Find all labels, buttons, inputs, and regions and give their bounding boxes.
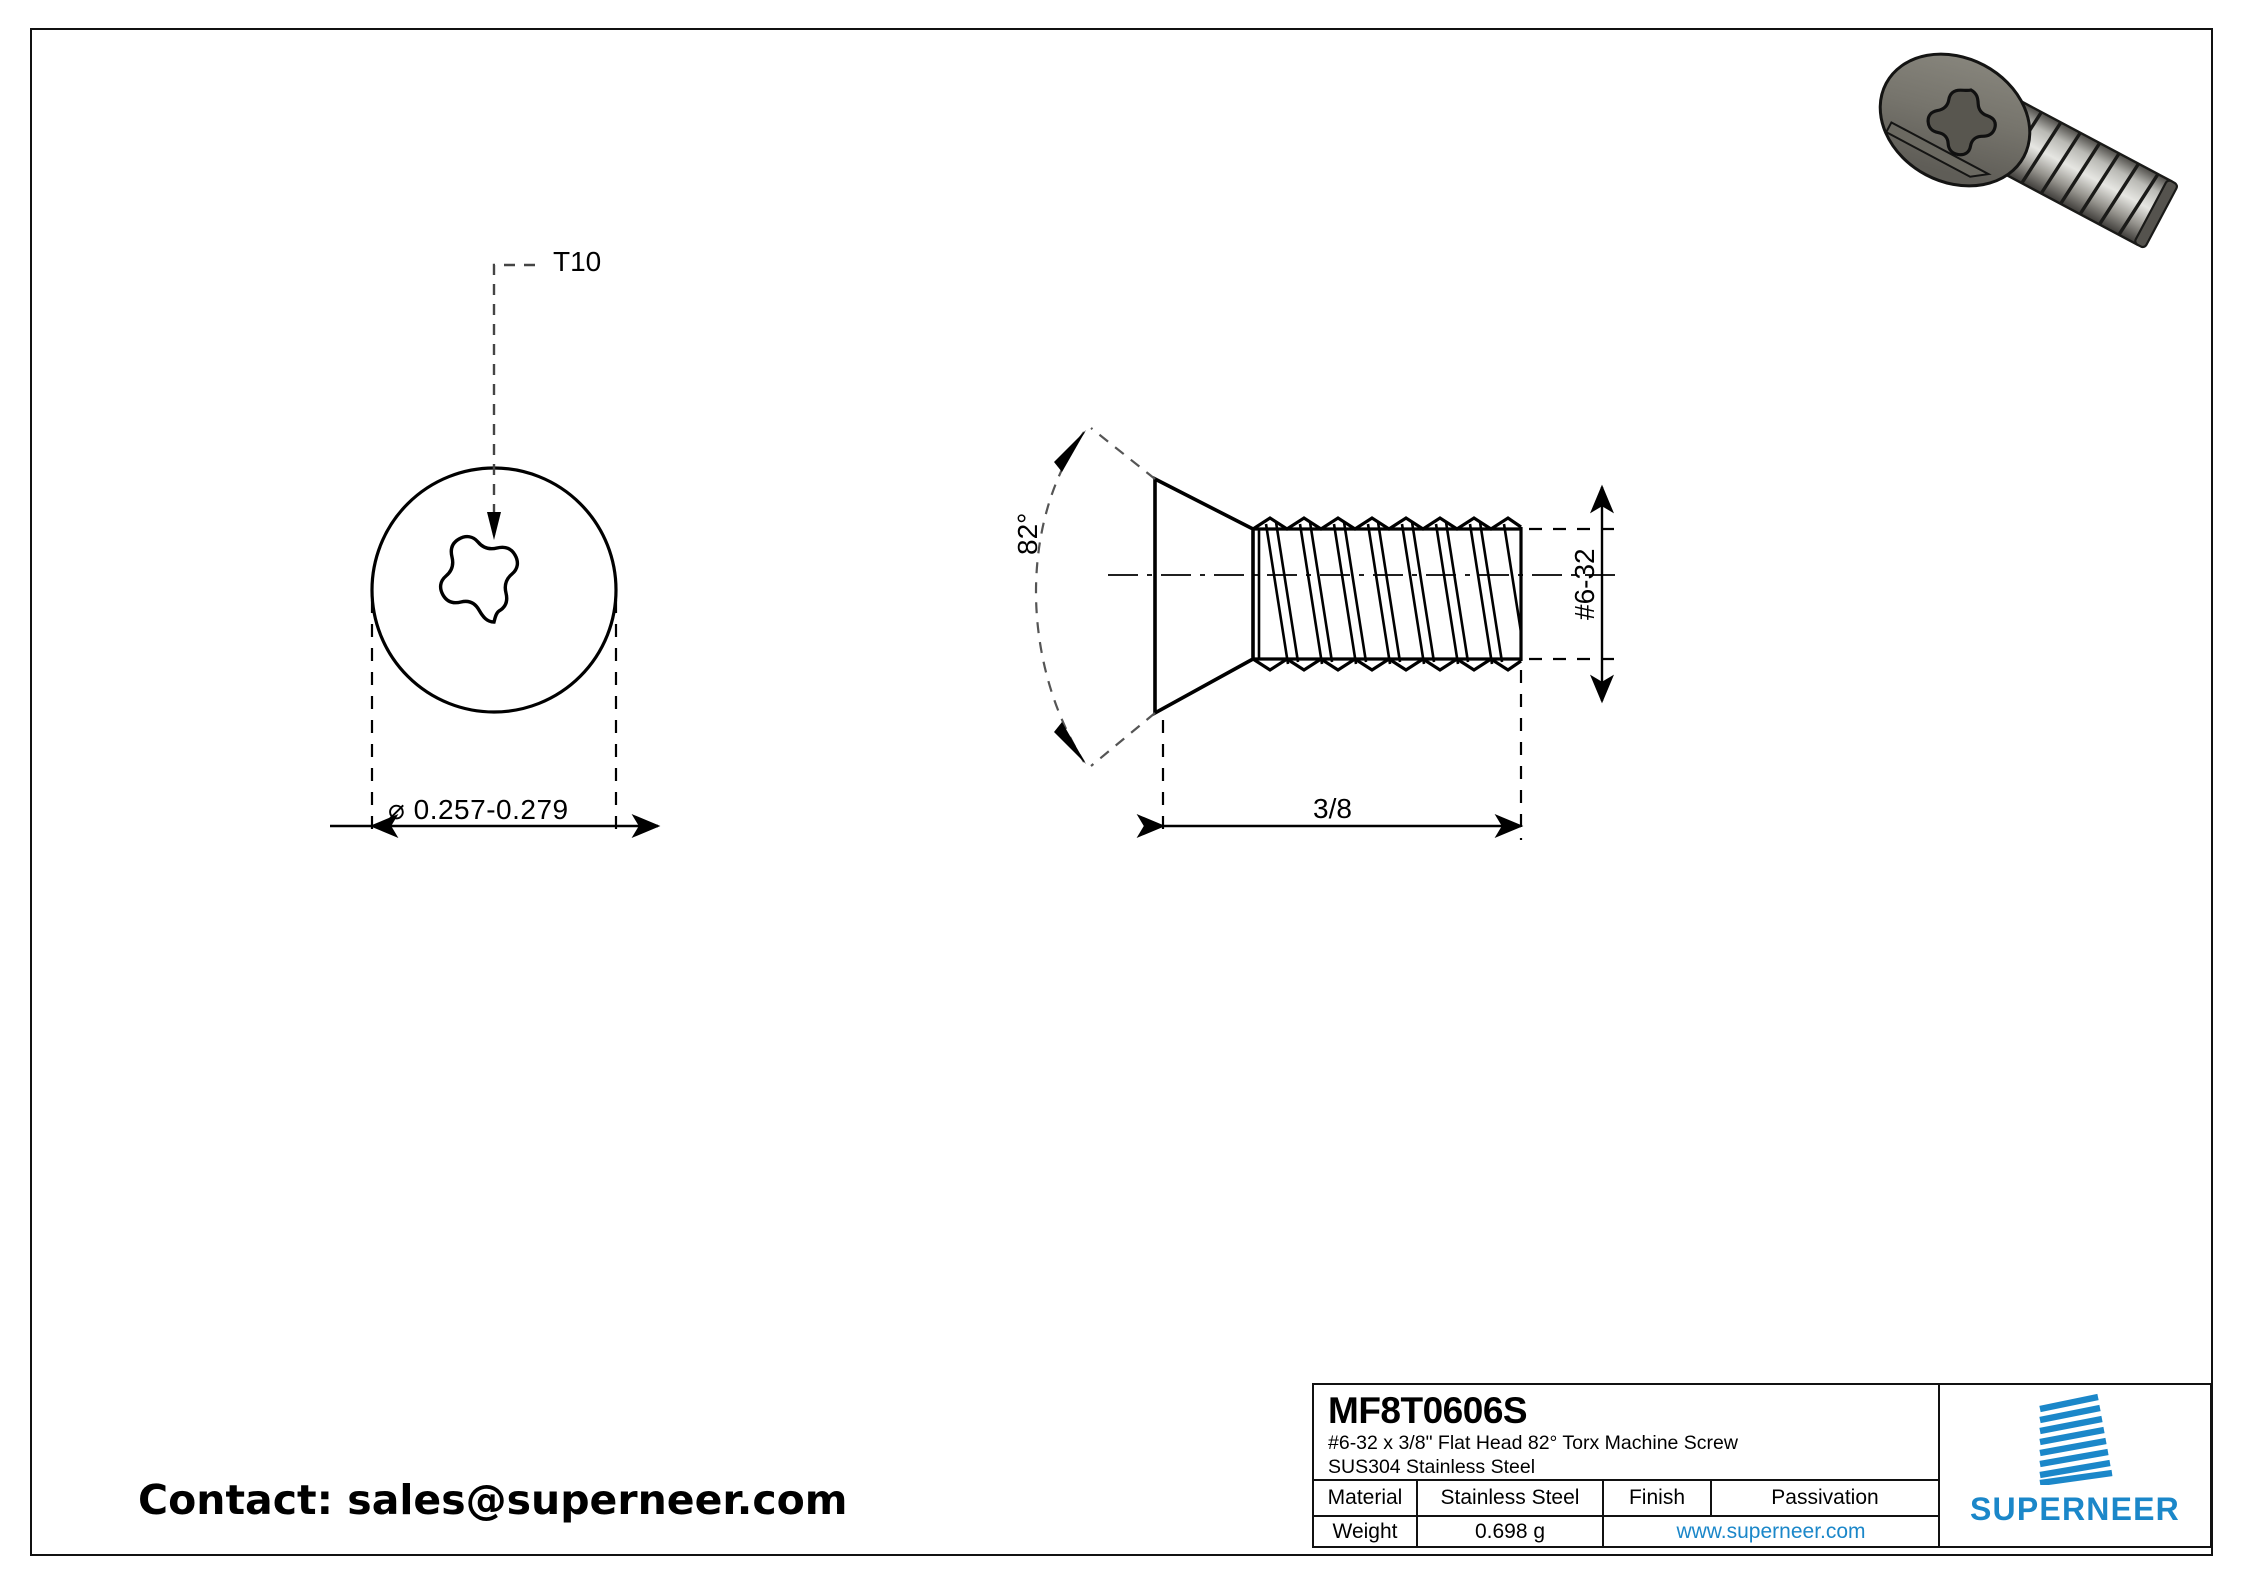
title-block-header: MF8T0606S #6-32 x 3/8" Flat Head 82° Tor… [1314,1385,1938,1481]
brand-block: SUPERNEER [1940,1385,2210,1546]
part-number: MF8T0606S [1328,1390,1528,1431]
head-diameter-label: ⌀ 0.257-0.279 [388,794,569,825]
head-angle-label: 82° [1012,512,1043,555]
weight-label: Weight [1314,1517,1418,1546]
title-block: MF8T0606S #6-32 x 3/8" Flat Head 82° Tor… [1312,1383,2212,1548]
weight-row: Weight 0.698 g www.superneer.com [1314,1517,1938,1546]
drawing-frame [30,28,2213,1556]
screw-length-label: 3/8 [1313,793,1352,824]
material-value: Stainless Steel [1418,1481,1604,1515]
website-link[interactable]: www.superneer.com [1676,1519,1866,1543]
weight-value: 0.698 g [1418,1517,1604,1546]
part-description-line-2: SUS304 Stainless Steel [1328,1456,1536,1478]
torx-size-label: T10 [553,246,602,277]
material-label: Material [1314,1481,1418,1515]
title-block-info: MF8T0606S #6-32 x 3/8" Flat Head 82° Tor… [1314,1385,1940,1546]
thread-size-label: #6-32 [1569,548,1600,620]
finish-value: Passivation [1771,1486,1879,1509]
finish-label: Finish [1604,1481,1712,1515]
brand-name: SUPERNEER [1970,1491,2180,1527]
contact-text: Contact: sales@superneer.com [138,1476,848,1524]
part-description-line-1: #6-32 x 3/8" Flat Head 82° Torx Machine … [1328,1432,1738,1454]
material-row: Material Stainless Steel Finish Passivat… [1314,1481,1938,1517]
superneer-logo-icon [2039,1393,2113,1485]
